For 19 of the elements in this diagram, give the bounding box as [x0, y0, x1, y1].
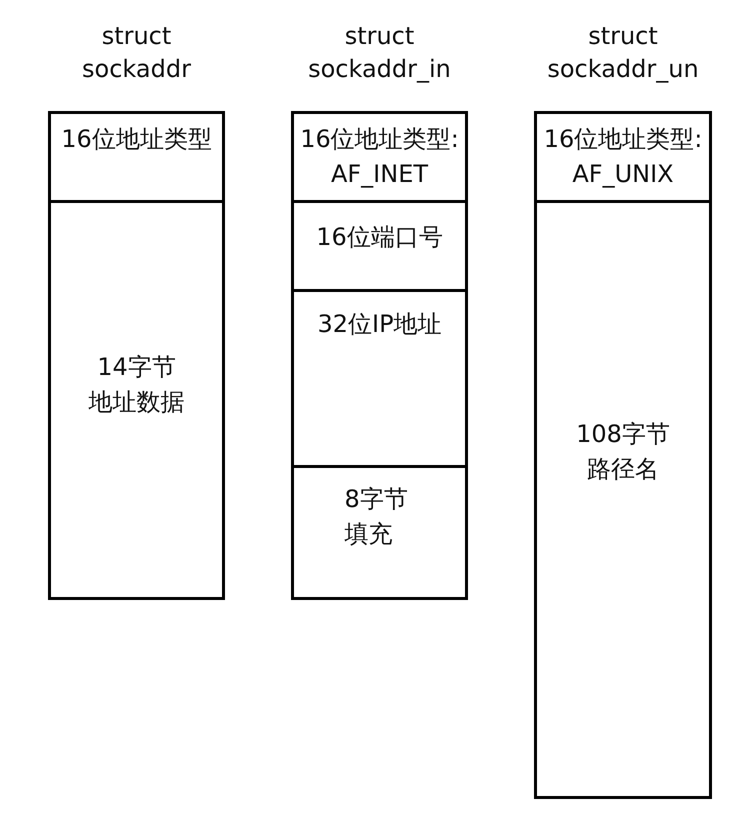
field-label: 16位端口号 [316, 222, 443, 253]
memory-field [291, 200, 468, 292]
memory-field [534, 200, 712, 799]
field-label: 16位地址类型: AF_INET [299, 124, 460, 190]
field-label: 14字节地址数据 [88, 352, 186, 418]
struct-name: struct sockaddr_un [546, 21, 700, 85]
struct-name: struct sockaddr_in [307, 21, 452, 85]
field-label: 32位IP地址 [317, 309, 442, 340]
memory-field [291, 465, 468, 600]
memory-field [291, 289, 468, 468]
field-label: 16位地址类型 [61, 124, 212, 155]
struct-name: struct sockaddr [81, 21, 192, 85]
memory-field [48, 111, 225, 203]
memory-field [291, 111, 468, 203]
memory-field [48, 200, 225, 600]
memory-field [534, 111, 712, 203]
field-label: 8字节填充 [344, 484, 409, 550]
field-label: 108字节路径名 [575, 419, 671, 485]
field-label: 16位地址类型: AF_UNIX [542, 124, 704, 190]
